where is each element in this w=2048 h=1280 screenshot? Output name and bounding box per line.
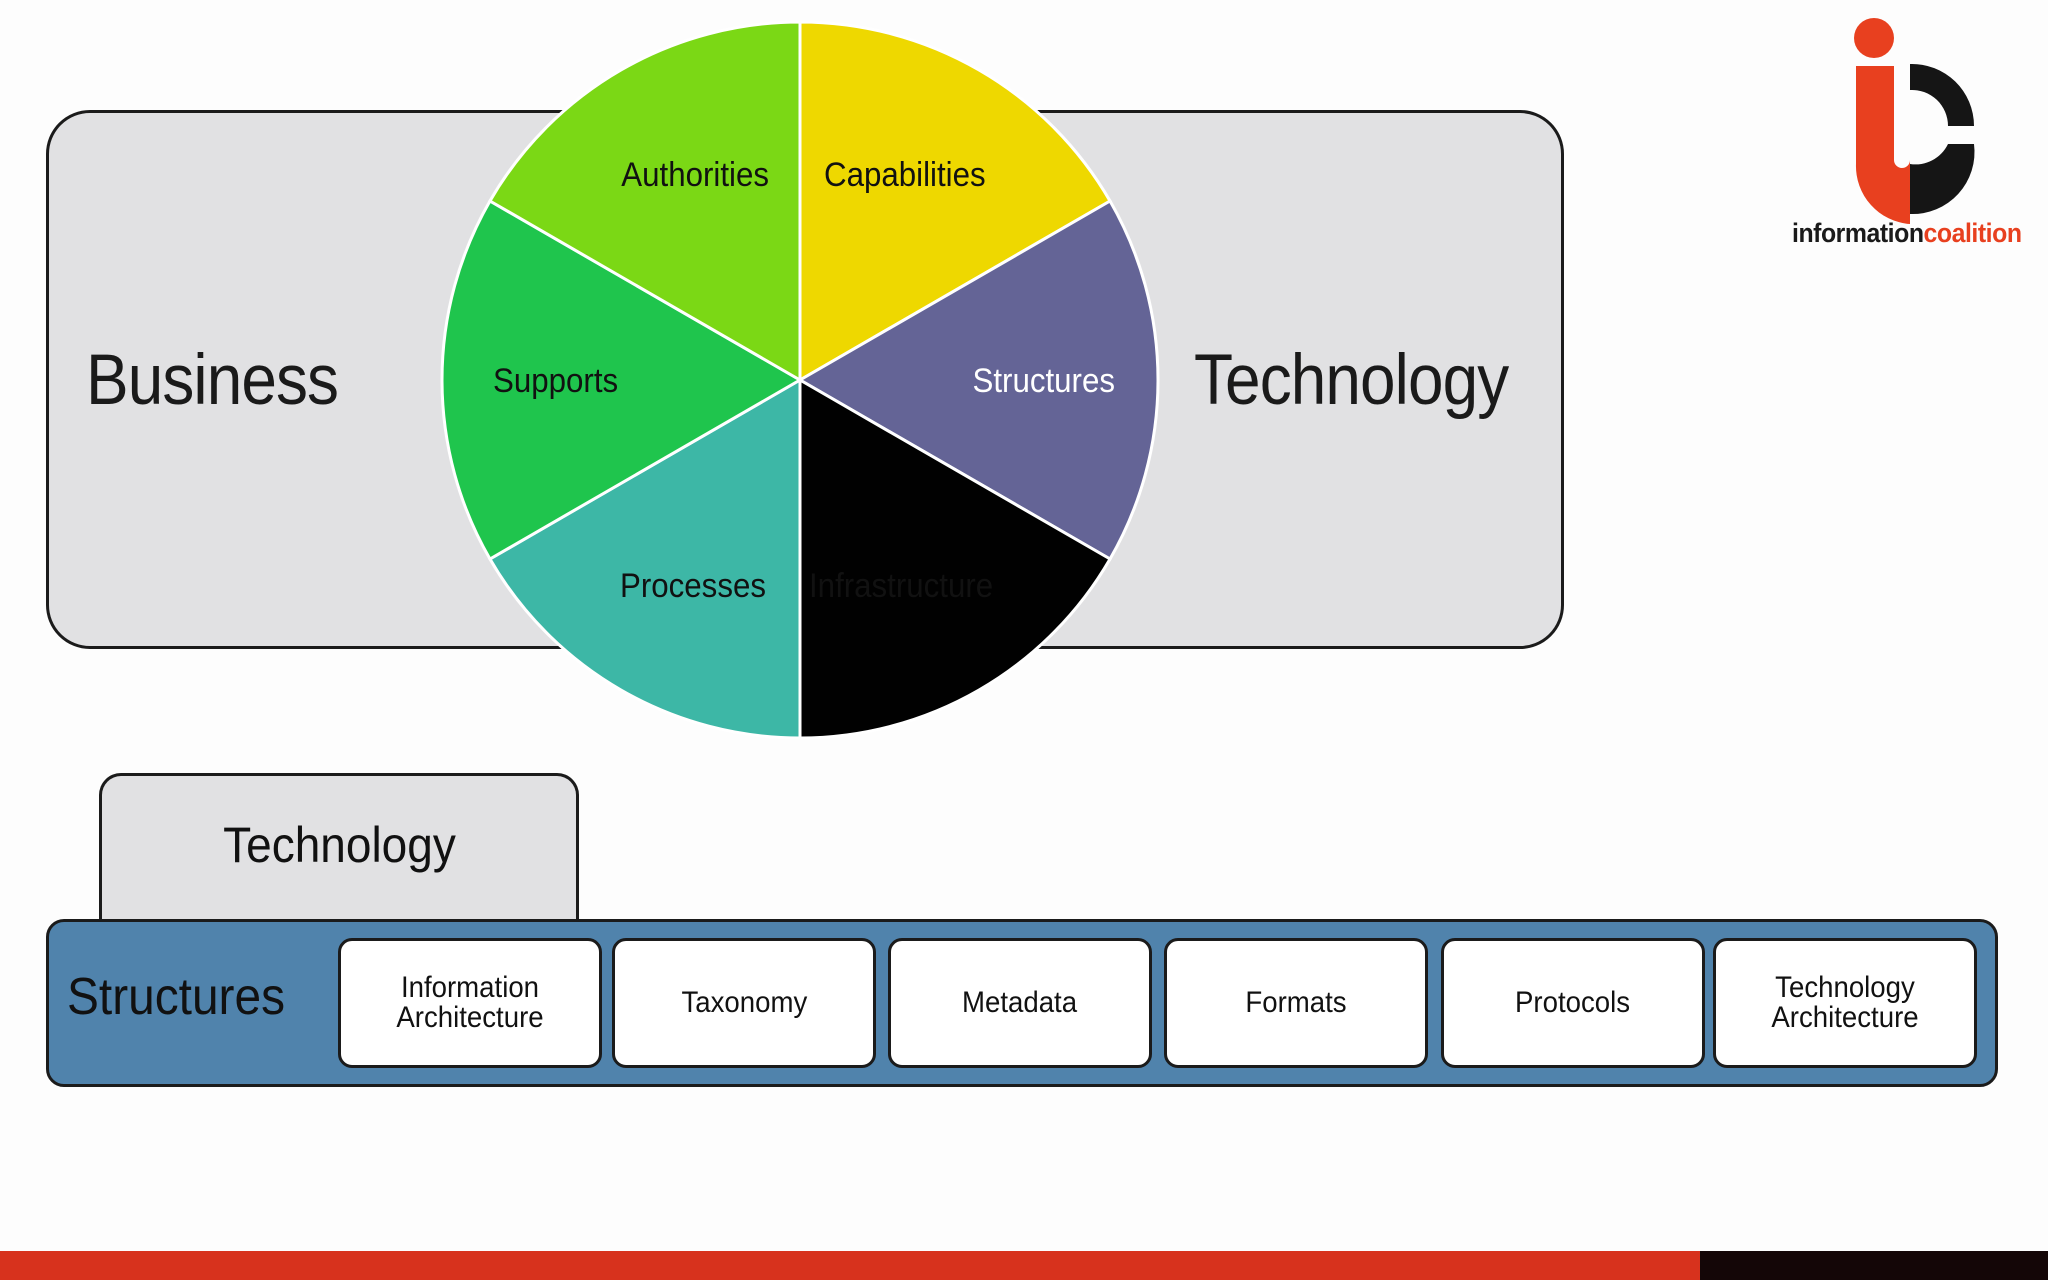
technology-tab-label: Technology: [222, 817, 456, 873]
structure-item-metadata: Metadata: [888, 938, 1152, 1068]
structure-item-taxonomy: Taxonomy: [612, 938, 876, 1068]
logo-wordmark: informationcoalition: [1792, 218, 2022, 249]
segment-label-capabilities: Capabilities: [824, 155, 986, 194]
logo-text-coalition: coalition: [1923, 218, 2022, 248]
segment-label-infrastructure: Infrastructure: [809, 566, 993, 605]
structure-item-label: Information Architecture: [396, 971, 544, 1034]
segment-structures: [798, 377, 1113, 740]
structure-item-formats: Formats: [1164, 938, 1428, 1068]
structure-item-label: Taxonomy: [681, 986, 807, 1019]
logo-text-information: information: [1792, 218, 1924, 248]
segment-label-supports: Supports: [493, 361, 618, 400]
segment-infrastructure: [487, 377, 802, 740]
structure-item-technology-architecture: Technology Architecture: [1713, 938, 1977, 1068]
technology-tab: Technology: [99, 773, 579, 933]
segment-authorities: [798, 20, 1113, 383]
segment-capabilities: [796, 198, 1160, 562]
structure-item-label: Protocols: [1515, 986, 1631, 1019]
business-label: Business: [86, 341, 339, 420]
structures-bar-label: Structures: [67, 968, 286, 1026]
segment-supports: [487, 20, 802, 383]
structure-item-label: Technology Architecture: [1771, 971, 1919, 1034]
structure-item-protocols: Protocols: [1441, 938, 1705, 1068]
structure-item-label: Formats: [1245, 986, 1347, 1019]
structure-item-information-architecture: Information Architecture: [338, 938, 602, 1068]
structure-item-label: Metadata: [962, 986, 1078, 1019]
segment-wheel: Authorities CapabilitiesStructuresInfrast…: [440, 20, 1160, 740]
segment-label-processes: Processes: [620, 566, 766, 605]
footer-red-stripe: [0, 1251, 1700, 1280]
segment-label-authorities: Authorities: [621, 155, 769, 194]
information-coalition-logo: [1854, 18, 1975, 224]
footer-dark-stripe: [1700, 1251, 2048, 1280]
segment-label-structures: Structures: [972, 361, 1115, 400]
technology-label: Technology: [1194, 341, 1509, 420]
segment-processes: [440, 198, 804, 562]
